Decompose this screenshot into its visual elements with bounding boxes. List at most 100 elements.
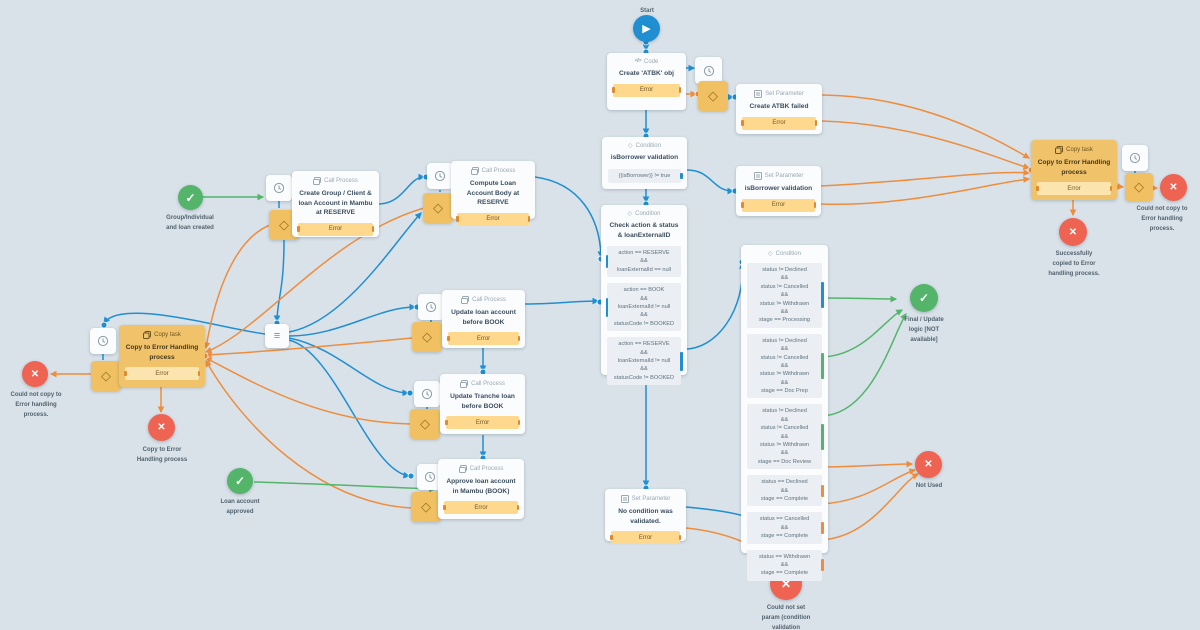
end-label: Group/Individual and loan created xyxy=(166,215,214,232)
condition-branch[interactable]: action == BOOK && loanExternalId != null… xyxy=(605,283,681,332)
error-port[interactable]: Error xyxy=(610,531,681,545)
condition-branch[interactable]: status == Declined && stage == Complete xyxy=(747,475,824,507)
start-node[interactable]: ▶ xyxy=(633,15,660,42)
error-gateway-node[interactable]: ◇ xyxy=(411,492,441,522)
node-type-label: Call Process xyxy=(324,178,358,184)
merge-node[interactable]: ≡ xyxy=(265,324,289,348)
node-cond-isborrower[interactable]: ◇Condition isBorrower validation {{isBor… xyxy=(602,137,687,189)
error-port[interactable]: Error xyxy=(612,83,681,97)
diamond-icon: ◇ xyxy=(420,416,430,431)
success-end-node[interactable]: ✓ xyxy=(178,185,203,210)
node-title: Copy to Error Handling process xyxy=(1037,159,1111,176)
end-label: Copy to Error Handling process xyxy=(136,447,188,464)
error-port[interactable]: Error xyxy=(1036,182,1112,196)
error-gateway-node[interactable]: ◇ xyxy=(1125,173,1153,201)
set-parameter-icon xyxy=(620,495,629,503)
timer-node[interactable] xyxy=(418,294,444,320)
timer-node[interactable] xyxy=(414,381,440,407)
node-call-update-tranche[interactable]: Call Process Update Tranche loan before … xyxy=(440,374,525,434)
error-gateway-node[interactable]: ◇ xyxy=(698,81,728,111)
node-type-label: Set Parameter xyxy=(765,91,804,97)
copy-icon xyxy=(1055,146,1064,154)
error-gateway-node[interactable]: ◇ xyxy=(423,193,453,223)
node-call-create-group[interactable]: Call Process Create Group / Client & loa… xyxy=(292,171,379,237)
condition-branch[interactable]: status != Declined && status != Cancelle… xyxy=(747,333,824,399)
check-icon: ✓ xyxy=(234,474,246,488)
node-type-label: Condition xyxy=(775,251,801,257)
clock-icon xyxy=(703,65,714,76)
code-icon: </> xyxy=(634,58,642,65)
error-end-node[interactable]: ✕ xyxy=(1160,174,1187,201)
error-port[interactable]: Error xyxy=(741,198,816,212)
condition-branch[interactable]: status != Declined && status != Cancelle… xyxy=(747,263,824,328)
node-copy-task-right[interactable]: Copy task Copy to Error Handling process… xyxy=(1031,140,1117,200)
node-call-compute[interactable]: Call Process Compute Loan Account Body a… xyxy=(451,161,535,226)
x-icon: ✕ xyxy=(30,368,40,380)
timer-node[interactable] xyxy=(90,328,116,354)
node-type-label: Condition xyxy=(635,143,661,149)
error-end-node[interactable]: ✕ xyxy=(22,361,48,387)
end-label: Could not copy to Error handling process… xyxy=(10,392,62,419)
x-icon: ✕ xyxy=(1068,226,1078,238)
error-end-node[interactable]: ✕ xyxy=(148,414,175,441)
error-port[interactable]: Error xyxy=(297,222,374,236)
node-title: Create ATBK failed xyxy=(749,103,809,110)
error-gateway-node[interactable]: ◇ xyxy=(412,322,442,352)
call-process-icon xyxy=(458,465,467,473)
condition-branch[interactable]: status == Cancelled && stage == Complete xyxy=(747,512,824,544)
error-port[interactable]: Error xyxy=(447,332,520,346)
success-end-node[interactable]: ✓ xyxy=(227,468,253,494)
diamond-icon: ◇ xyxy=(422,329,432,344)
call-process-icon xyxy=(470,167,479,175)
node-cond-status[interactable]: ◇Condition status != Declined && status … xyxy=(741,245,828,581)
condition-branch[interactable]: status != Declined && status != Cancelle… xyxy=(747,404,824,470)
node-call-update-loan[interactable]: Call Process Update loan account before … xyxy=(442,290,525,348)
condition-branch[interactable]: status == Withdrawn && stage == Complete xyxy=(747,549,824,581)
node-call-approve[interactable]: Call Process Approve loan account in Mam… xyxy=(438,459,524,519)
error-port[interactable]: Error xyxy=(124,367,200,381)
node-set-no-condition[interactable]: Set Parameter No condition was validated… xyxy=(605,489,686,545)
check-icon: ✓ xyxy=(918,291,930,305)
timer-node[interactable] xyxy=(1122,145,1148,171)
condition-branch[interactable]: action == RESERVE && loanExternalId == n… xyxy=(605,246,681,278)
error-port[interactable]: Error xyxy=(443,501,519,515)
node-type-label: Set Parameter xyxy=(764,173,804,179)
diamond-icon: ◇ xyxy=(101,368,111,383)
condition-branch[interactable]: action == RESERVE && loanExternalId != n… xyxy=(607,337,683,386)
node-copy-task-left[interactable]: Copy task Copy to Error Handling process… xyxy=(119,325,205,387)
node-title: No condition was validated. xyxy=(618,508,673,525)
node-code[interactable]: </>Code Create 'ATBK' obj Error xyxy=(607,53,686,110)
end-label: Final / Update logic [NOT available] xyxy=(904,317,944,344)
set-parameter-icon xyxy=(754,90,763,98)
node-cond-action[interactable]: ◇Condition Check action & status & loanE… xyxy=(601,205,687,386)
error-port[interactable]: Error xyxy=(456,212,530,226)
diamond-icon: ◇ xyxy=(421,499,431,514)
x-icon: ✕ xyxy=(780,577,792,591)
error-gateway-node[interactable]: ◇ xyxy=(91,361,121,391)
node-set-atbk-failed[interactable]: Set Parameter Create ATBK failed Error xyxy=(736,84,822,134)
x-icon: ✕ xyxy=(924,459,933,470)
node-set-isborrower[interactable]: Set Parameter isBorrower validation Erro… xyxy=(736,166,821,216)
node-title: Copy to Error Handling process xyxy=(125,344,199,361)
error-port[interactable]: Error xyxy=(741,116,817,130)
call-process-icon xyxy=(460,380,469,388)
condition-branch[interactable]: {{isBorrower}} != true xyxy=(608,168,683,183)
error-end-node[interactable]: ✕ xyxy=(1059,218,1087,246)
error-port[interactable]: Error xyxy=(445,416,520,430)
error-gateway-node[interactable]: ◇ xyxy=(410,409,440,439)
condition-icon: ◇ xyxy=(627,211,633,217)
timer-node[interactable] xyxy=(695,57,722,84)
end-label: Not Used xyxy=(915,483,943,489)
node-type-label: Copy task xyxy=(154,332,181,338)
node-title: isBorrower validation xyxy=(744,185,813,192)
node-title: Compute Loan Account Body at RESERVE xyxy=(466,180,520,207)
success-end-node[interactable]: ✓ xyxy=(910,284,938,312)
error-end-node[interactable]: ✕ xyxy=(915,451,942,478)
start-label: Start xyxy=(640,8,654,14)
clock-icon xyxy=(421,388,433,400)
timer-node[interactable] xyxy=(266,175,292,201)
diamond-icon: ◇ xyxy=(708,88,718,103)
clock-icon xyxy=(97,335,109,347)
timer-node[interactable] xyxy=(427,163,453,189)
